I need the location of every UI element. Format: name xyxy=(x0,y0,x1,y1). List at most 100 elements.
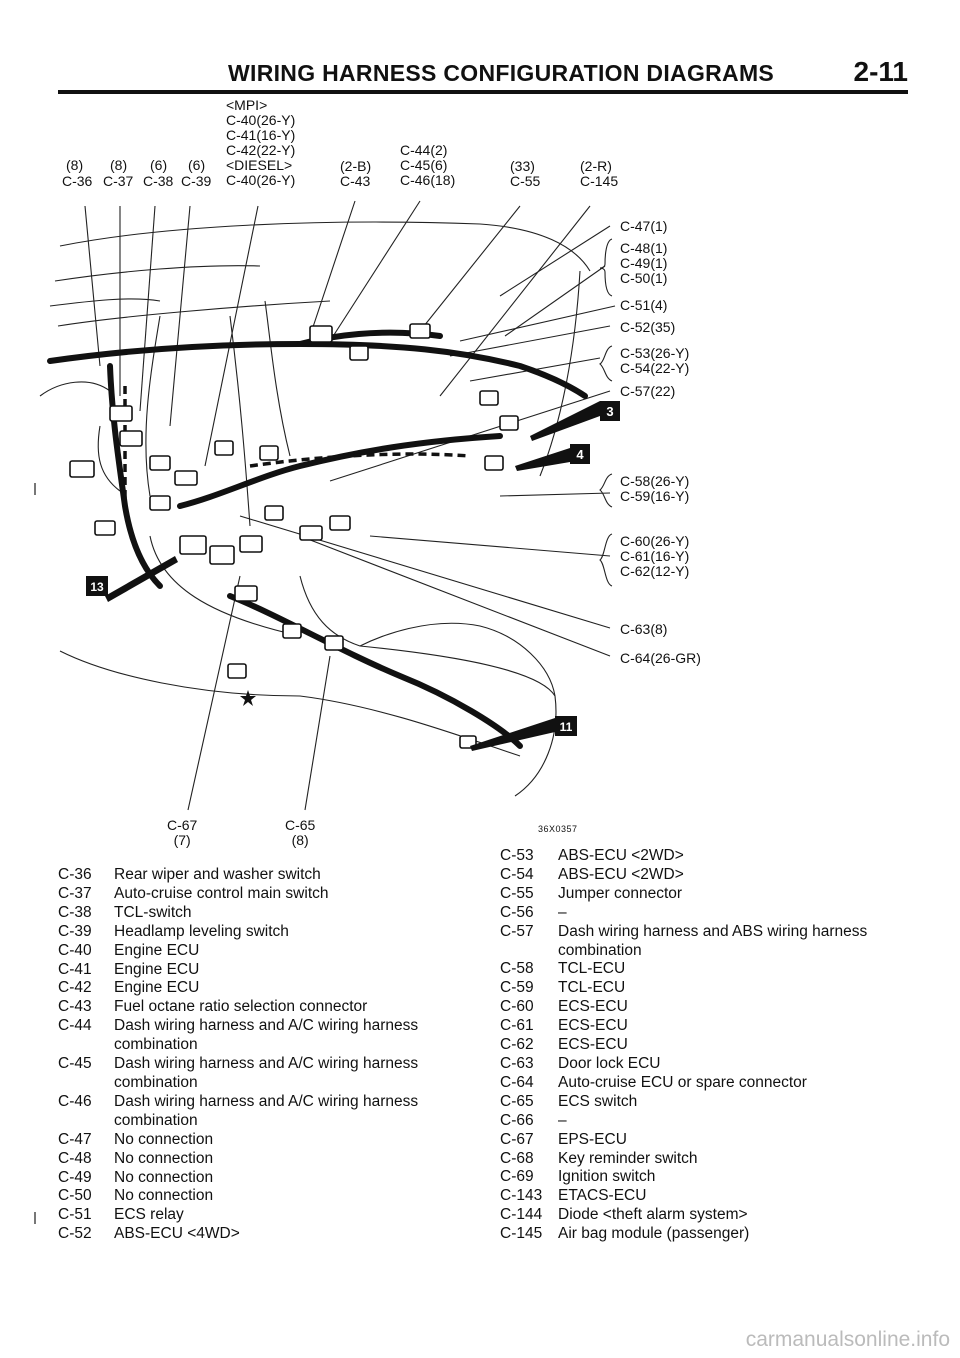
page-header: WIRING HARNESS CONFIGURATION DIAGRAMS 2-… xyxy=(58,52,908,96)
watermark: carmanualsonline.info xyxy=(745,1328,950,1351)
legend-code: C-58 xyxy=(500,960,534,978)
legend-description: Auto-cruise control main switch xyxy=(114,884,329,902)
legend-code: C-69 xyxy=(500,1168,534,1186)
legend-description: Jumper connector xyxy=(558,884,683,902)
legend-description: ECS-ECU xyxy=(558,1017,628,1035)
c67-label: C-67 (7) xyxy=(167,817,198,848)
legend-description: Engine ECU xyxy=(114,979,200,997)
legend-code: C-37 xyxy=(58,884,92,902)
c58-59-label: C-58(26-Y) C-59(16-Y) xyxy=(620,473,690,504)
legend-code: C-48 xyxy=(58,1149,92,1167)
legend-row: C-49 No connection xyxy=(58,1169,468,1188)
callout-3: 3 xyxy=(606,404,613,419)
legend-code: C-39 xyxy=(58,922,92,940)
page-title: WIRING HARNESS CONFIGURATION DIAGRAMS xyxy=(228,60,775,86)
legend-code: C-44 xyxy=(58,1017,92,1035)
legend-code xyxy=(58,1112,114,1131)
legend-row: C-52 ABS-ECU <4WD> xyxy=(58,1225,468,1244)
legend-description: Air bag module (passenger) xyxy=(558,1225,750,1243)
legend-code: C-145 xyxy=(500,1225,543,1243)
legend-code xyxy=(500,942,558,961)
legend-code: C-49 xyxy=(58,1168,92,1186)
legend-code: C-36 xyxy=(58,866,92,883)
legend-code: C-59 xyxy=(500,979,534,997)
legend-code: C-40 xyxy=(58,941,92,959)
legend-code: C-55 xyxy=(500,884,534,902)
legend-row: C-66– xyxy=(500,1112,910,1131)
legend-code xyxy=(58,1036,114,1055)
legend-description: No connection xyxy=(114,1149,214,1167)
legend-code: C-65 xyxy=(500,1092,534,1110)
c37-label: C-37 xyxy=(103,173,134,189)
legend-code: C-64 xyxy=(500,1073,534,1091)
legend-row: C-56 – xyxy=(500,904,910,923)
legend-row: C-145 Air bag module (passenger) xyxy=(500,1225,910,1244)
c145-label: (2-R) C-145 xyxy=(580,158,619,189)
legend-code: C-68 xyxy=(500,1149,534,1167)
legend-description: ABS-ECU <4WD> xyxy=(114,1225,240,1243)
legend-description: combination xyxy=(114,1073,198,1091)
legend-code: C-143 xyxy=(500,1187,543,1205)
legend-row: combination xyxy=(500,942,910,961)
legend-row: C-38 TCL-switch xyxy=(58,904,468,923)
c37-num: (8) xyxy=(110,157,128,173)
legend-description: No connection xyxy=(114,1168,214,1186)
legend-description: Engine ECU xyxy=(114,960,200,978)
legend-row: C-39 Headlamp leveling switch xyxy=(58,923,468,942)
c38-num: (6) xyxy=(150,157,168,173)
margin-marker xyxy=(34,483,36,495)
legend-row: C-55 Jumper connector xyxy=(500,885,910,904)
legend-code: C-67 xyxy=(500,1130,534,1148)
legend-row: combination xyxy=(58,1074,468,1093)
star-icon xyxy=(240,690,256,706)
legend-code: C-56 xyxy=(500,903,534,921)
c47-label: C-47(1) xyxy=(620,218,668,234)
c39-label: C-39 xyxy=(181,173,212,189)
legend-description: ABS-ECU <2WD> xyxy=(558,847,684,864)
legend-description: Key reminder switch xyxy=(558,1149,698,1167)
legend-description: combination xyxy=(558,941,642,959)
c55-label: (33) C-55 xyxy=(510,158,541,189)
legend-row: combination xyxy=(58,1112,468,1131)
c48-50-label: C-48(1) C-49(1) C-50(1) xyxy=(620,240,668,286)
legend-description: TCL-ECU xyxy=(558,960,626,978)
legend-code: C-38 xyxy=(58,903,92,921)
legend-code: C-50 xyxy=(58,1187,92,1205)
legend-code: C-144 xyxy=(500,1206,543,1224)
c51-label: C-51(4) xyxy=(620,297,668,313)
header-rule xyxy=(58,90,908,94)
legend-row: C-50 No connection xyxy=(58,1187,468,1206)
legend-code: C-62 xyxy=(500,1036,534,1054)
legend-description: ECS relay xyxy=(114,1206,184,1224)
legend-description: Dash wiring harness and A/C wiring harne… xyxy=(114,1092,419,1110)
c38-label: C-38 xyxy=(143,173,174,189)
c53-54-label: C-53(26-Y) C-54(22-Y) xyxy=(620,345,690,376)
legend-description: Auto-cruise ECU or spare connector xyxy=(558,1073,807,1091)
legend-description: TCL-switch xyxy=(114,903,192,921)
legend-description: – xyxy=(558,903,567,921)
legend-description: No connection xyxy=(114,1187,214,1205)
c60-62-label: C-60(26-Y) C-61(16-Y) C-62(12-Y) xyxy=(620,533,690,579)
legend-description: TCL-ECU xyxy=(558,979,626,997)
legend-row: C-48 No connection xyxy=(58,1150,468,1169)
legend-description: ETACS-ECU xyxy=(558,1187,647,1205)
legend-description: ECS switch xyxy=(558,1092,638,1110)
legend-row: C-64 Auto-cruise ECU or spare connector xyxy=(500,1074,910,1093)
legend-description: Headlamp leveling switch xyxy=(114,922,289,940)
legend-code: C-52 xyxy=(58,1225,92,1243)
legend-code: C-43 xyxy=(58,998,92,1016)
legend-row: C-59 TCL-ECU xyxy=(500,979,910,998)
legend-description: No connection xyxy=(114,1130,214,1148)
legend-code: C-57 xyxy=(500,922,534,940)
legend-code: C-54 xyxy=(500,865,534,883)
